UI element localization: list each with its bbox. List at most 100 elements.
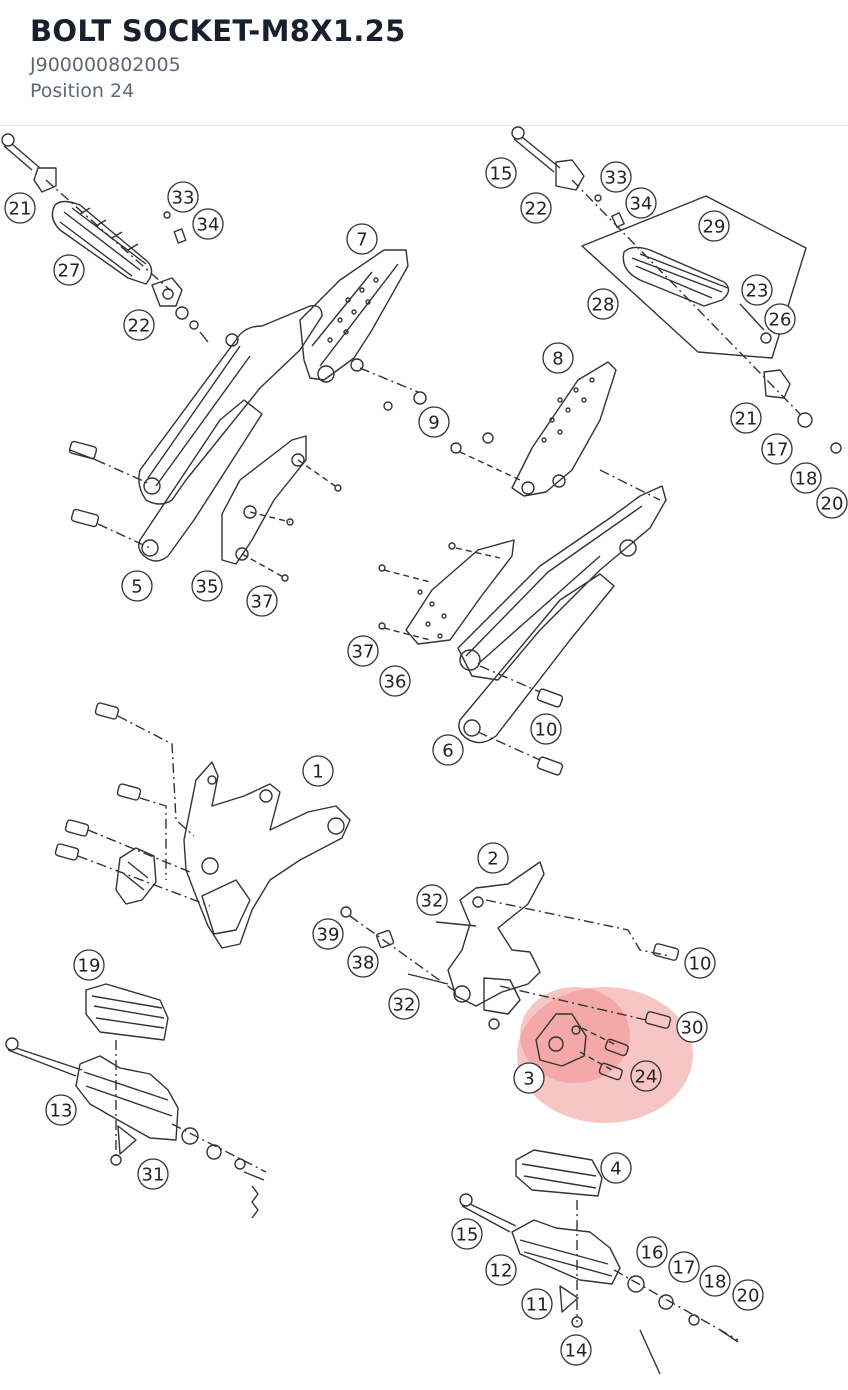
callout-number: 15 — [490, 164, 513, 185]
callout-circle — [542, 342, 574, 374]
callout-number: 7 — [356, 230, 367, 251]
callout-number: 22 — [128, 316, 151, 337]
callout-number: 21 — [9, 199, 32, 220]
callout-8: 8 — [542, 342, 574, 374]
callout-circle — [698, 210, 730, 242]
callout-circle — [416, 884, 448, 916]
callout-number: 17 — [766, 440, 789, 461]
callout-24: 24 — [630, 1060, 662, 1092]
callout-number: 33 — [605, 168, 628, 189]
callout-17: 17 — [761, 433, 793, 465]
callout-circle — [816, 487, 848, 519]
callout-circle — [388, 988, 420, 1020]
callout-circle — [379, 665, 411, 697]
callout-circle — [477, 842, 509, 874]
callout-number: 6 — [442, 741, 453, 762]
callout-9: 9 — [418, 406, 450, 438]
callout-circle — [761, 433, 793, 465]
callout-2: 2 — [477, 842, 509, 874]
callout-circle — [485, 157, 517, 189]
callout-circle — [123, 309, 155, 341]
callout-number: 10 — [689, 954, 712, 975]
callout-number: 8 — [552, 349, 563, 370]
callout-1: 1 — [302, 755, 334, 787]
callout-circle — [347, 635, 379, 667]
callout-circle — [668, 1251, 700, 1283]
callout-23: 23 — [741, 274, 773, 306]
callout-32: 32 — [416, 884, 448, 916]
callout-circle — [302, 755, 334, 787]
callout-circle — [530, 713, 562, 745]
bracket-upper-right — [378, 361, 667, 776]
callout-12: 12 — [485, 1254, 517, 1286]
callout-number: 16 — [641, 1243, 664, 1264]
bracket-middle-left — [54, 702, 351, 949]
callout-circle — [741, 274, 773, 306]
part-header: BOLT SOCKET-M8X1.25 J900000802005 Positi… — [0, 0, 848, 126]
callout-circle — [630, 1060, 662, 1092]
callout-circle — [192, 208, 224, 240]
callout-22: 22 — [123, 309, 155, 341]
callout-5: 5 — [121, 570, 153, 602]
callout-circle — [137, 1158, 169, 1190]
callout-circle — [191, 570, 223, 602]
callout-circle — [587, 288, 619, 320]
part-number: J900000802005 — [30, 54, 181, 76]
callout-number: 26 — [769, 310, 792, 331]
callout-number: 33 — [172, 188, 195, 209]
callout-number: 2 — [487, 849, 498, 870]
callout-14: 14 — [560, 1334, 592, 1366]
callout-20: 20 — [732, 1279, 764, 1311]
callout-circle — [790, 462, 822, 494]
callout-11: 11 — [521, 1288, 553, 1320]
callout-4: 4 — [600, 1152, 632, 1184]
callout-circle — [636, 1236, 668, 1268]
highlight-area — [517, 987, 693, 1123]
bracket-upper-left — [68, 249, 427, 582]
callout-39: 39 — [312, 918, 344, 950]
callout-circle — [73, 949, 105, 981]
callout-37: 37 — [246, 585, 278, 617]
callout-number: 34 — [197, 215, 220, 236]
callout-number: 31 — [142, 1165, 165, 1186]
callout-number: 12 — [490, 1261, 513, 1282]
callout-circle — [699, 1265, 731, 1297]
callout-38: 38 — [347, 946, 379, 978]
callout-number: 34 — [630, 194, 653, 215]
callout-3: 3 — [513, 1062, 545, 1094]
callout-circle — [4, 192, 36, 224]
callout-number: 23 — [746, 281, 769, 302]
callout-number: 24 — [635, 1067, 658, 1088]
callout-circle — [485, 1254, 517, 1286]
callout-15: 15 — [485, 157, 517, 189]
callout-16: 16 — [636, 1236, 668, 1268]
callout-number: 17 — [673, 1258, 696, 1279]
callout-number: 37 — [352, 642, 375, 663]
callout-circle — [520, 192, 552, 224]
callout-circle — [167, 181, 199, 213]
callout-21: 21 — [730, 402, 762, 434]
callout-circle — [600, 1152, 632, 1184]
callout-circle — [347, 946, 379, 978]
callout-circle — [521, 1288, 553, 1320]
callout-circle — [418, 406, 450, 438]
part-drawings — [1, 126, 842, 1375]
callout-number: 21 — [735, 409, 758, 430]
callout-number: 3 — [523, 1069, 534, 1090]
callout-number: 10 — [535, 720, 558, 741]
callout-26: 26 — [764, 303, 796, 335]
callout-27: 27 — [53, 254, 85, 286]
callout-22: 22 — [520, 192, 552, 224]
callout-number: 27 — [58, 261, 81, 282]
callout-circle — [432, 734, 464, 766]
callout-number: 18 — [704, 1272, 727, 1293]
callout-circle — [730, 402, 762, 434]
callout-number: 32 — [421, 891, 444, 912]
callout-number: 5 — [131, 577, 142, 598]
callout-35: 35 — [191, 570, 223, 602]
callout-19: 19 — [73, 949, 105, 981]
callout-33: 33 — [167, 181, 199, 213]
callout-number: 4 — [610, 1159, 621, 1180]
callout-circle — [121, 570, 153, 602]
